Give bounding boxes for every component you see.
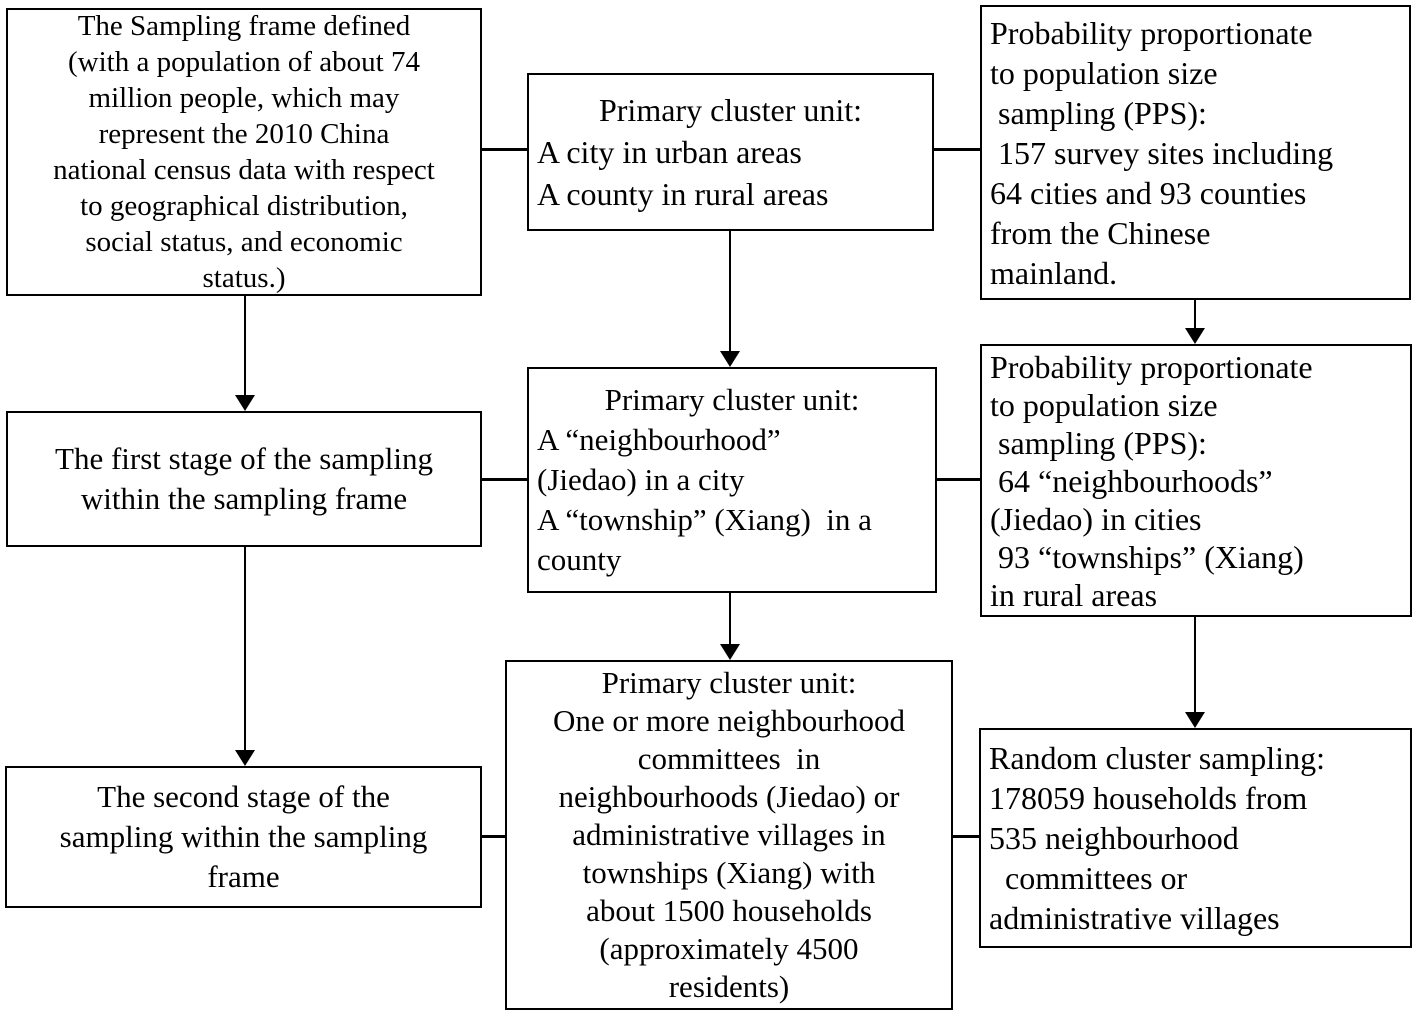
sampling-frame-text: The Sampling frame defined (with a popul… <box>53 10 435 294</box>
arrowhead-pcu2-to-pcu3 <box>720 644 740 660</box>
box-pps-64-93: Probability proportionate to population … <box>980 344 1412 617</box>
primary-cluster-unit-stage1-title: Primary cluster unit: <box>598 92 863 128</box>
arrowhead-pcu1-to-pcu2 <box>720 351 740 367</box>
box-primary-cluster-unit-stage2: Primary cluster unit: A “neighbourhood” … <box>527 367 937 593</box>
arrowhead-samplingframe-to-firststage <box>235 395 255 411</box>
connector-secondstage-to-pcu3 <box>482 835 505 838</box>
arrow-line-samplingframe-to-firststage <box>244 296 246 395</box>
box-primary-cluster-unit-committees: Primary cluster unit: One or more neighb… <box>505 660 953 1010</box>
arrow-line-pcu2-to-pcu3 <box>729 593 731 644</box>
box-random-cluster-sampling: Random cluster sampling: 178059 househol… <box>979 728 1412 948</box>
arrowhead-pps1-to-pps2 <box>1185 328 1205 344</box>
arrow-line-firststage-to-secondstage <box>244 547 246 750</box>
arrowhead-pps2-to-randomcluster <box>1185 712 1205 728</box>
arrow-line-pcu1-to-pcu2 <box>729 231 731 351</box>
primary-cluster-unit-committees-text: Primary cluster unit: One or more neighb… <box>552 665 906 1004</box>
random-cluster-sampling-text: Random cluster sampling: 178059 househol… <box>989 740 1325 936</box>
box-second-stage: The second stage of the sampling within … <box>5 766 482 908</box>
connector-samplingframe-to-pcu1 <box>482 148 527 151</box>
primary-cluster-unit-stage2-title: Primary cluster unit: <box>604 382 860 417</box>
box-sampling-frame: The Sampling frame defined (with a popul… <box>6 8 482 296</box>
second-stage-text: The second stage of the sampling within … <box>59 779 428 894</box>
first-stage-text: The first stage of the sampling within t… <box>55 441 433 516</box>
pps-157-sites-text: Probability proportionate to population … <box>990 14 1334 291</box>
pps-64-93-text: Probability proportionate to population … <box>990 348 1313 613</box>
primary-cluster-unit-stage1-body: A city in urban areas A county in rural … <box>537 134 829 212</box>
primary-cluster-unit-stage2-body: A “neighbourhood” (Jiedao) in a city A “… <box>537 422 872 577</box>
arrow-line-pps2-to-randomcluster <box>1194 617 1196 712</box>
connector-pcu1-to-pps1 <box>934 148 980 151</box>
connector-pcu3-to-randomcluster <box>953 835 979 838</box>
connector-firststage-to-pcu2 <box>482 478 527 481</box>
box-first-stage: The first stage of the sampling within t… <box>6 411 482 547</box>
arrowhead-firststage-to-secondstage <box>235 750 255 766</box>
box-pps-157-sites: Probability proportionate to population … <box>980 5 1411 300</box>
connector-pcu2-to-pps2 <box>937 478 980 481</box>
box-primary-cluster-unit-stage1: Primary cluster unit: A city in urban ar… <box>527 73 934 231</box>
arrow-line-pps1-to-pps2 <box>1194 300 1196 328</box>
